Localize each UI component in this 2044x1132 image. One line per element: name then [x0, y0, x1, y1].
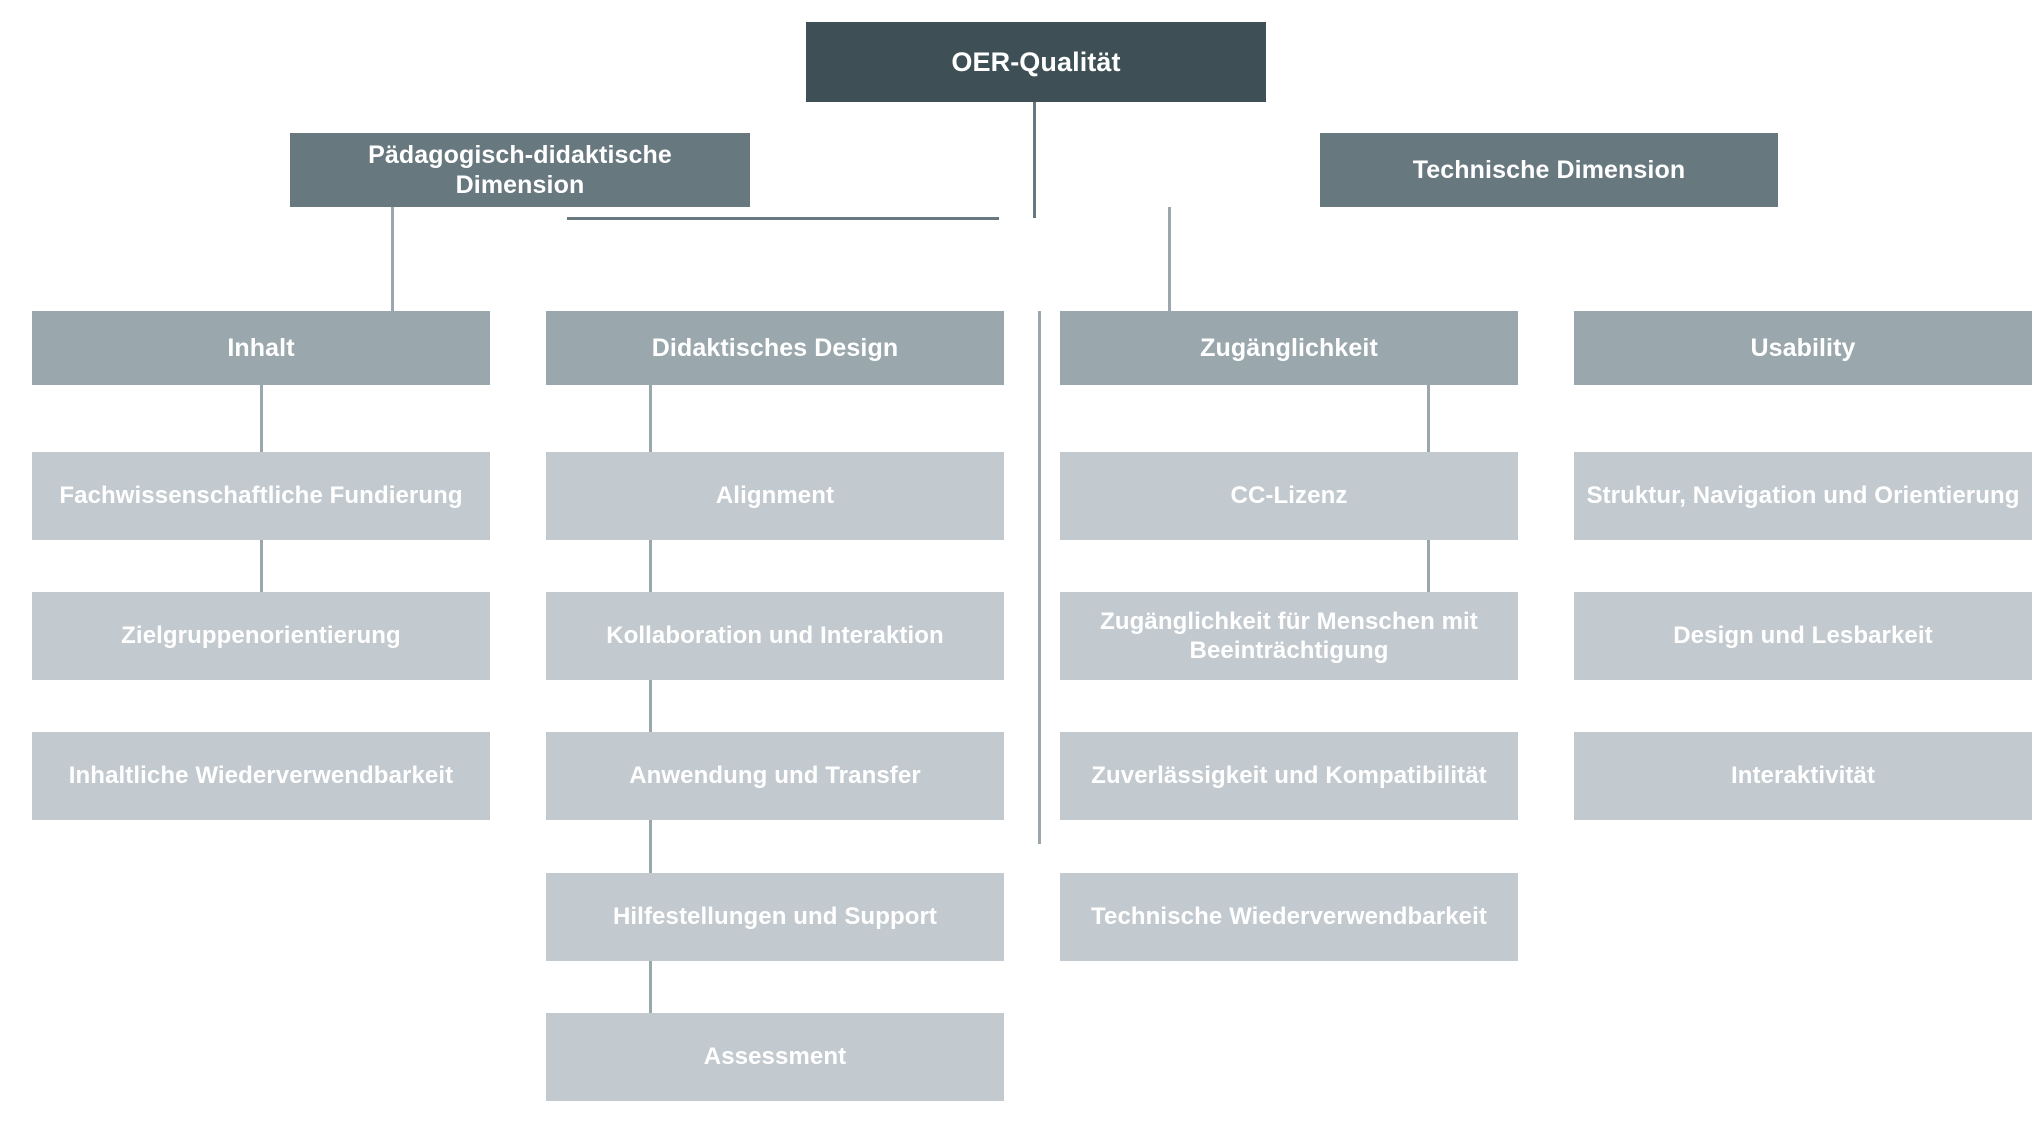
criterion-node[interactable]: Struktur, Navigation und Orientierung — [1574, 452, 2032, 540]
criterion-node[interactable]: Technische Wiederverwendbarkeit — [1060, 873, 1518, 961]
criterion-node[interactable]: Fachwissenschaftliche Fundierung — [32, 452, 490, 540]
criterion-node[interactable]: Anwendung und Transfer — [546, 732, 1004, 820]
connector-dimension-spine — [567, 217, 999, 220]
criterion-node[interactable]: Zielgruppenorientierung — [32, 592, 490, 680]
category-node-inhalt[interactable]: Inhalt — [32, 311, 490, 385]
criterion-node[interactable]: Zugänglichkeit für Menschen mit Beeinträ… — [1060, 592, 1518, 680]
criterion-node[interactable]: Kollaboration und Interaktion — [546, 592, 1004, 680]
connector-column-2-chain — [649, 311, 652, 1056]
category-node-didaktisches-design[interactable]: Didaktisches Design — [546, 311, 1004, 385]
criterion-node[interactable]: Hilfestellungen und Support — [546, 873, 1004, 961]
criterion-node[interactable]: Alignment — [546, 452, 1004, 540]
criterion-node[interactable]: Interaktivität — [1574, 732, 2032, 820]
connector-technical-stem — [1168, 207, 1171, 367]
root-node-oer-qualitaet[interactable]: OER-Qualität — [806, 22, 1266, 102]
criterion-node[interactable]: CC-Lizenz — [1060, 452, 1518, 540]
category-node-zugaenglichkeit[interactable]: Zugänglichkeit — [1060, 311, 1518, 385]
connector-column-3-chain — [1038, 311, 1041, 844]
category-node-usability[interactable]: Usability — [1574, 311, 2032, 385]
criterion-node[interactable]: Zuverlässigkeit und Kompatibilität — [1060, 732, 1518, 820]
dimension-node-paedagogisch-didaktische[interactable]: Pädagogisch-didaktische Dimension — [290, 133, 750, 207]
connector-pedagogical-stem — [391, 207, 394, 317]
connector-root-stem — [1033, 102, 1036, 218]
criterion-node[interactable]: Assessment — [546, 1013, 1004, 1101]
criterion-node[interactable]: Design und Lesbarkeit — [1574, 592, 2032, 680]
dimension-node-technische[interactable]: Technische Dimension — [1320, 133, 1778, 207]
criterion-node[interactable]: Inhaltliche Wiederverwendbarkeit — [32, 732, 490, 820]
